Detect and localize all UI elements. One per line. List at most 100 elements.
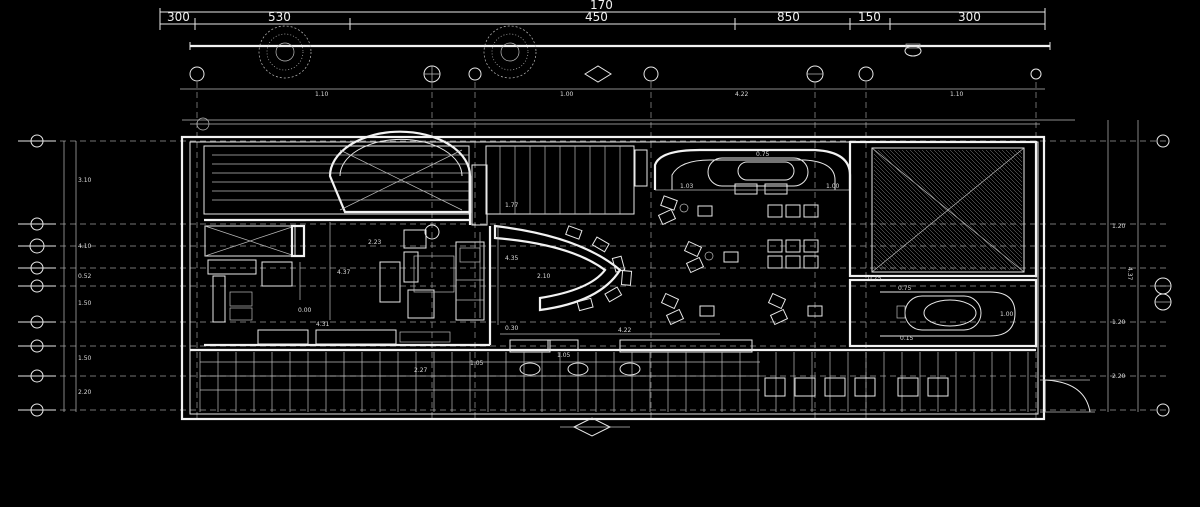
dim-075-low: 0.75 [868,275,882,282]
hatch-line [874,229,915,270]
hatch-line [945,150,1022,227]
hatch-line [1017,150,1022,155]
hatch-line [874,201,943,270]
hatched-room-top [848,140,1038,278]
hatch-line [874,161,983,270]
dim-422: 4.22 [618,327,632,334]
dim-105: 1.05 [557,352,571,359]
dim-075-top: 0.75 [756,151,770,158]
hatch-line [997,150,1022,175]
dim-100: 1.00 [826,183,840,190]
hatch-line [885,150,1007,270]
hatch-line [874,261,883,270]
hatch-line [874,205,939,270]
hatch-line [874,217,927,270]
grid-label-2: 1.00 [560,91,574,98]
hatch-line [874,150,995,270]
hatch-line [874,241,903,270]
tree-icon [483,25,537,79]
round-skylight [328,130,488,226]
hatch-line [917,150,1022,255]
dim-105b: 1.05 [470,360,484,367]
hatch-line [1001,150,1022,171]
hatch-line [874,237,907,270]
hatch-line [957,150,1022,215]
section-marker-icon [560,417,630,437]
hatch-line [897,150,1019,270]
round-booth-top: 0.75 1.03 1.00 [634,148,852,195]
tree-icon [258,25,312,79]
bottom-chairs [764,377,949,397]
hatch-line [929,150,1022,243]
hatch-line [874,185,959,270]
left-label-4: 1.50 [78,300,92,307]
top-dim-5: 150 [858,10,881,24]
hatch-line [874,257,887,270]
hatch-line [921,150,1022,251]
hatch-line [1021,150,1022,151]
left-label-1: 3.10 [78,177,92,184]
hatch-line [909,150,1022,263]
dim-431: 4.31 [316,321,330,328]
hatch-line [874,193,951,270]
dim-100-right: 1.00 [1000,311,1014,318]
hatch-line [874,177,967,270]
hatch-line [953,150,1022,219]
right-label-1: 1.20 [1112,223,1126,230]
hatch-line [1013,150,1022,159]
dim-000: 0.00 [298,307,312,314]
left-dimension-chain: 3.10 4.10 0.52 1.50 1.50 2.20 [63,141,92,412]
grid-bubbles-right [1154,134,1172,417]
grid-bubbles-top [189,65,1042,83]
hatch-line [913,150,1022,259]
hatch-line [874,189,955,270]
grid-label-row: 1.10 1.00 4.22 1.10 [180,88,1045,98]
hatch-line [1009,150,1022,163]
hatch-line [874,209,935,270]
stair [203,145,635,215]
hatch-line [901,150,1022,270]
hatch-line [949,150,1022,223]
exterior-walls [180,117,1075,421]
hatch-line [874,153,991,270]
hatch-line [874,245,899,270]
top-dimension-chain: 170 300 530 450 850 150 300 [159,0,1051,50]
hatch-line [1005,150,1022,167]
entrance-door [1040,379,1095,413]
dim-177: 1.77 [505,202,519,209]
vertical-grid-lines [196,82,1037,420]
left-label-3: 0.52 [78,273,92,280]
hatch-pattern [874,148,1148,272]
small-fixture-icon [904,43,922,57]
hatch-line [877,150,999,270]
hatch-line [874,253,891,270]
side-label: 4.37 [1126,267,1133,281]
dim-435: 4.35 [505,255,519,262]
hatch-line [1024,148,1148,272]
hatch-line [973,150,1022,199]
right-dimension-chain: 1.20 1.20 2.20 [1107,120,1139,412]
curved-bar-counter: 1.77 4.35 2.10 0.30 4.22 [479,202,720,335]
hatch-line [889,150,1011,270]
hatch-line [941,150,1022,231]
left-label-2: 4.10 [78,243,92,250]
round-booth-bottom: 0.75 0.15 1.00 0.75 [848,275,1038,348]
dim-075-right: 0.75 [898,285,912,292]
grid-label-4: 1.10 [950,91,964,98]
hatch-line [874,233,911,270]
grid-label-3: 4.22 [735,91,749,98]
top-dim-1: 300 [167,10,190,24]
top-dim-3: 450 [585,10,608,24]
hatch-line [874,221,923,270]
hatch-line [874,249,895,270]
right-label-2: 1.20 [1112,319,1126,326]
grid-bubbles-left [18,134,56,417]
hatch-line [933,150,1022,239]
hatch-line [874,213,931,270]
hatch-line [874,157,987,270]
hatch-line [874,165,979,270]
hatch-line [874,169,975,270]
hatch-line [905,150,1022,267]
bar-stools [565,225,633,312]
